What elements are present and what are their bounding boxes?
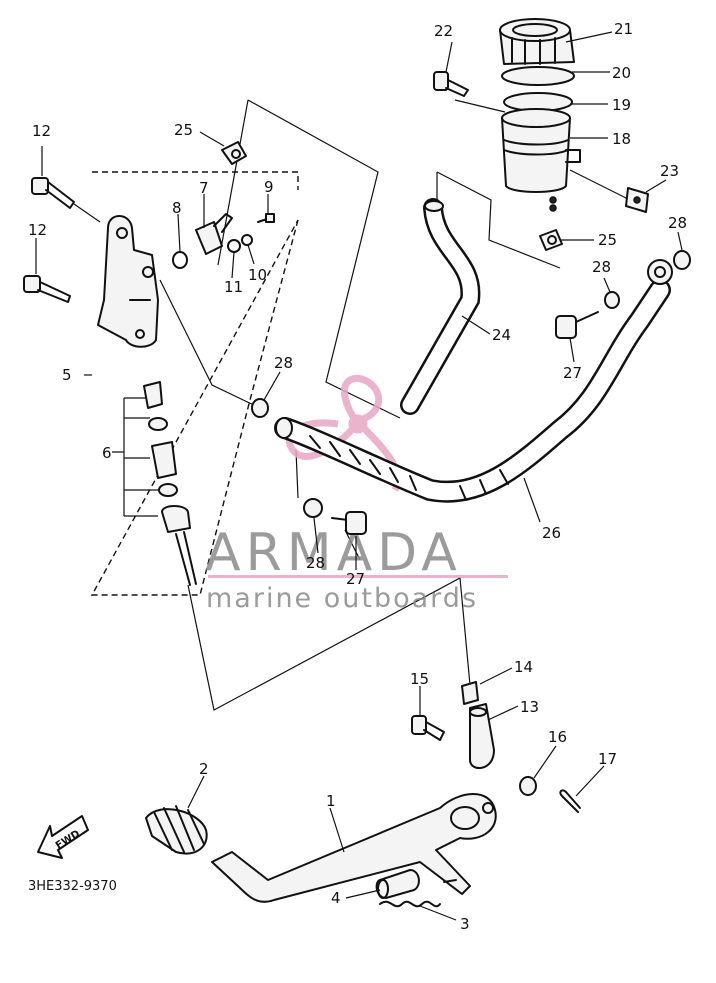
callout-11: 11 bbox=[224, 278, 243, 296]
rod-end-13 bbox=[469, 703, 495, 769]
master-cylinder-assembly-box bbox=[90, 171, 299, 596]
callout-16: 16 bbox=[548, 728, 567, 746]
callout-2: 2 bbox=[199, 760, 209, 778]
washer-10 bbox=[241, 234, 253, 246]
pin-15 bbox=[411, 715, 445, 741]
fwd-arrow-icon: FWD bbox=[37, 815, 89, 859]
hose-clip-25-upper bbox=[221, 141, 247, 165]
bracket-23 bbox=[625, 187, 649, 213]
callout-26: 26 bbox=[542, 524, 561, 542]
callout-25-lower: 25 bbox=[598, 231, 617, 249]
callout-21: 21 bbox=[614, 20, 633, 38]
return-spring bbox=[379, 879, 457, 908]
diagram-code: 3HE332-9370 bbox=[28, 879, 117, 894]
callout-5: 5 bbox=[62, 366, 72, 384]
callout-12-upper: 12 bbox=[32, 122, 51, 140]
hose-joint-7 bbox=[195, 213, 233, 255]
watermark-brand: ARMADA bbox=[205, 523, 462, 583]
callout-27-lower: 27 bbox=[346, 570, 365, 588]
callout-7: 7 bbox=[199, 179, 209, 197]
callout-12-lower: 12 bbox=[28, 221, 47, 239]
cotter-pin-17 bbox=[559, 789, 581, 813]
callout-10: 10 bbox=[248, 266, 267, 284]
callout-24: 24 bbox=[492, 326, 511, 344]
bracket-6 bbox=[112, 397, 158, 517]
callout-4: 4 bbox=[331, 889, 341, 907]
callout-18: 18 bbox=[612, 130, 631, 148]
pedal-bush bbox=[375, 869, 420, 899]
watermark-tagline: marine outboards bbox=[206, 583, 478, 614]
callout-1: 1 bbox=[326, 792, 336, 810]
cap-plate bbox=[501, 66, 575, 86]
callout-numbers: 1 2 3 4 5 6 7 8 9 10 11 12 12 13 14 15 1… bbox=[28, 20, 687, 933]
leader-lines bbox=[35, 31, 683, 921]
assembly-guide-lines bbox=[159, 99, 641, 711]
union-bolt-27-lower bbox=[331, 511, 367, 535]
piston-kit bbox=[143, 381, 197, 586]
bolt-12-lower bbox=[23, 275, 71, 303]
callout-15: 15 bbox=[410, 670, 429, 688]
watermark-divider bbox=[208, 575, 508, 578]
washer-28-b bbox=[303, 498, 323, 518]
callout-23: 23 bbox=[660, 162, 679, 180]
callout-6: 6 bbox=[102, 444, 112, 462]
master-cylinder-body bbox=[97, 215, 159, 348]
union-bolt-27-upper bbox=[555, 311, 599, 339]
callout-13: 13 bbox=[520, 698, 539, 716]
bolt-12-upper bbox=[31, 177, 75, 209]
callout-14: 14 bbox=[514, 658, 533, 676]
callout-3: 3 bbox=[460, 915, 470, 933]
callout-25-upper: 25 bbox=[174, 121, 193, 139]
brake-pedal bbox=[211, 793, 497, 903]
callout-27-upper: 27 bbox=[563, 364, 582, 382]
reservoir-tank bbox=[501, 108, 581, 212]
callout-22: 22 bbox=[434, 22, 453, 40]
callout-28-c: 28 bbox=[592, 258, 611, 276]
pedal-rubber bbox=[145, 805, 208, 855]
callout-8: 8 bbox=[172, 199, 182, 217]
callout-19: 19 bbox=[612, 96, 631, 114]
reservoir-cap bbox=[499, 18, 575, 65]
callout-28-d: 28 bbox=[668, 214, 687, 232]
o-ring-8 bbox=[172, 251, 188, 269]
callout-17: 17 bbox=[598, 750, 617, 768]
callout-20: 20 bbox=[612, 64, 631, 82]
washer-16 bbox=[519, 776, 537, 796]
brake-hose bbox=[274, 259, 673, 503]
bolt-22 bbox=[433, 71, 469, 97]
washer-11 bbox=[227, 239, 241, 253]
washer-28-a bbox=[251, 398, 269, 418]
screw-9 bbox=[257, 213, 275, 223]
callout-28-a: 28 bbox=[274, 354, 293, 372]
washer-28-d bbox=[673, 250, 691, 270]
locknut-14 bbox=[461, 681, 479, 705]
washer-28-c bbox=[604, 291, 620, 309]
hose-clip-25-lower bbox=[539, 229, 563, 251]
callout-28-b: 28 bbox=[306, 554, 325, 572]
callout-9: 9 bbox=[264, 178, 274, 196]
